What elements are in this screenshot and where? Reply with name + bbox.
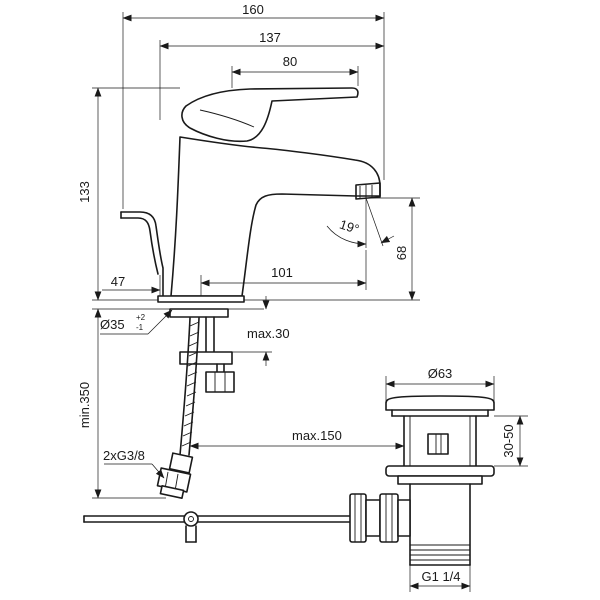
dim-hole-tol-lower: -1: [136, 323, 144, 332]
dim-waste-range: 30-50: [501, 424, 516, 457]
shank-and-hoses: [156, 308, 235, 499]
dim-base-offset: 47: [111, 274, 125, 289]
dimension-lines: [92, 12, 528, 592]
dim-hole-diameter: Ø35: [100, 317, 125, 332]
waste-drain: [349, 395, 495, 566]
dim-hose-thread: 2xG3/8: [103, 448, 145, 463]
dim-spout-reach: 137: [259, 30, 281, 45]
dim-outlet-height: 68: [394, 246, 409, 260]
faucet-body: [120, 87, 381, 303]
dim-waste-thread: G1 1/4: [421, 569, 460, 584]
dim-hole-tol-upper: +2: [136, 313, 146, 322]
dim-lever-length: 80: [283, 54, 297, 69]
dim-outlet-reach: 101: [271, 265, 293, 280]
dim-deck-thickness: max.30: [247, 326, 290, 341]
dim-hose-length: min.350: [77, 382, 92, 428]
dim-height: 133: [77, 181, 92, 203]
pop-up-linkage: [83, 511, 353, 543]
dim-spout-angle: 19°: [338, 217, 361, 237]
dimension-labels: 160 137 80 133 68 19° 47 101 Ø35 +2 -1 m…: [77, 2, 516, 584]
dim-overall-width: 160: [242, 2, 264, 17]
dim-pop-up-distance: max.150: [292, 428, 342, 443]
dim-waste-flange: Ø63: [428, 366, 453, 381]
